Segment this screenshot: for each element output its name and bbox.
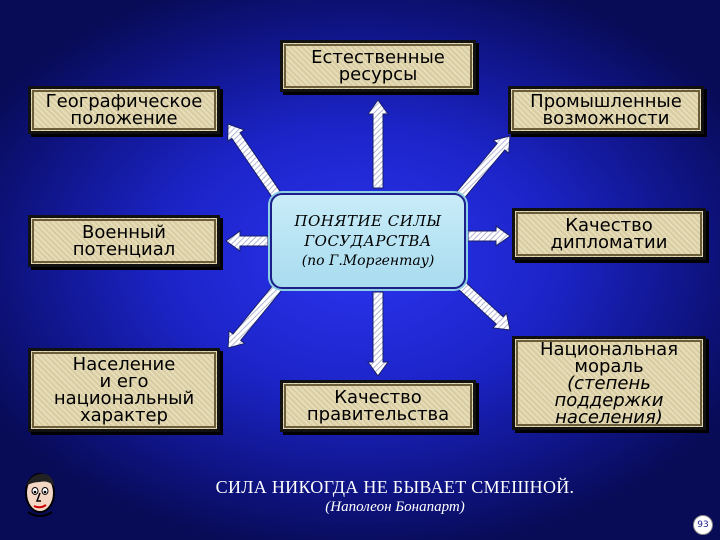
box-industrial-capacity-label: Промышленные возможности — [530, 91, 682, 129]
center-title-line1: ПОНЯТИЕ СИЛЫ — [294, 212, 442, 230]
box-diplomacy-quality-label: Качество дипломатии — [550, 215, 668, 253]
box-geographic-position: Географическое положение — [28, 86, 220, 134]
box-natural-resources: Естественные ресурсы — [280, 40, 476, 92]
center-title-line2: ГОСУДАРСТВА — [304, 232, 432, 250]
center-subtitle: (по Г.Моргентау) — [301, 253, 435, 269]
box-industrial-capacity: Промышленные возможности — [508, 86, 704, 134]
box-military-potential-label: Военный потенциал — [72, 222, 176, 260]
napoleon-portrait-icon — [25, 473, 55, 517]
box-diplomacy-quality: Качество дипломатии — [512, 208, 706, 260]
quote-text: СИЛА НИКОГДА НЕ БЫВАЕТ СМЕШНОЙ. — [215, 477, 575, 497]
arrow-to-natural-resources — [367, 99, 389, 189]
box-geographic-position-label: Географическое положение — [45, 91, 203, 129]
center-concept: ПОНЯТИЕ СИЛЫ ГОСУДАРСТВА (по Г.Моргентау… — [270, 193, 466, 289]
box-natural-resources-label: Естественные ресурсы — [311, 47, 445, 85]
box-national-morale-sublabel: (степень поддержки населения) — [554, 372, 664, 428]
arrow-to-military-potential — [225, 230, 269, 252]
box-national-morale: Национальная мораль (степень поддержки н… — [512, 336, 706, 430]
box-military-potential: Военный потенциал — [28, 215, 220, 267]
arrow-to-national-morale — [453, 277, 511, 331]
quote-author: (Наполеон Бонапарт) — [325, 499, 465, 515]
arrow-to-population — [227, 278, 287, 349]
box-government-quality-label: Качество правительства — [306, 387, 450, 425]
box-population: Население и его национальный характер — [28, 348, 220, 432]
page-number-badge: 93 — [693, 515, 713, 535]
arrow-to-government-quality — [367, 291, 389, 377]
arrow-to-diplomacy-quality — [467, 225, 511, 247]
box-national-morale-label: Национальная мораль — [539, 338, 679, 377]
box-government-quality: Качество правительства — [280, 380, 476, 432]
arrow-to-industrial-capacity — [453, 135, 511, 202]
arrow-to-geographic-position — [227, 123, 285, 204]
box-population-label: Население и его национальный характер — [53, 354, 195, 426]
